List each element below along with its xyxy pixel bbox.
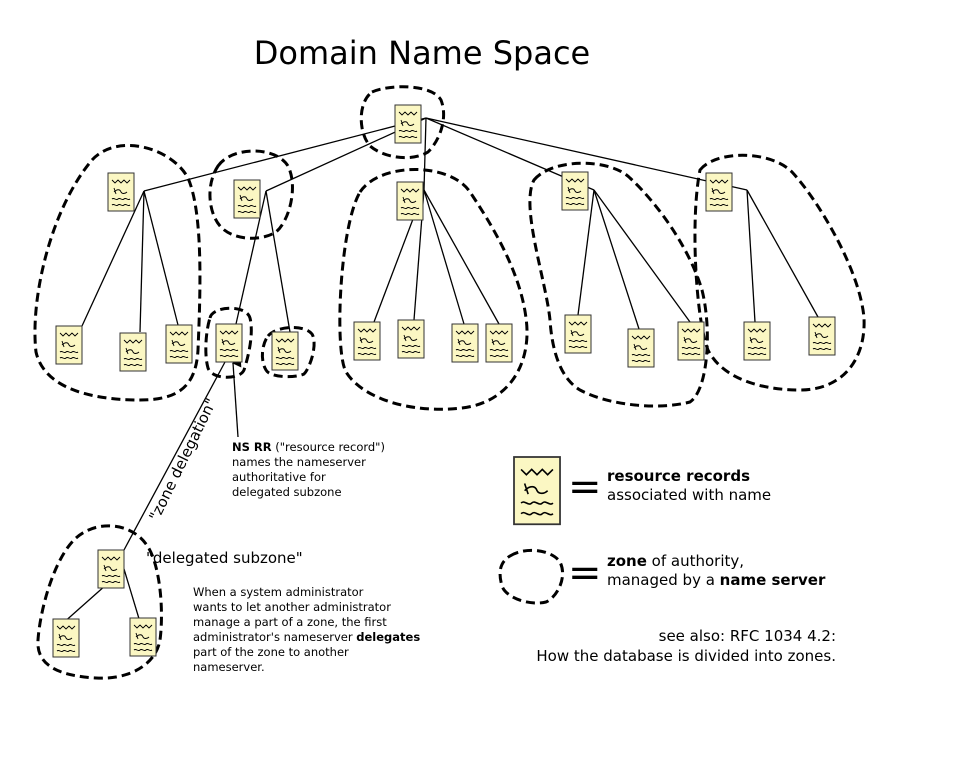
legend-zone-icon (498, 548, 565, 605)
zone-small (260, 326, 316, 379)
ns-rr-line4: delegated subzone (232, 485, 342, 499)
record-icon (55, 325, 83, 365)
record-subzone-root (97, 549, 125, 589)
legend: = resource records associated with name … (498, 456, 826, 605)
record-icon (808, 316, 836, 356)
zone-second (208, 149, 294, 240)
legend-rr-bold: resource records (607, 467, 750, 485)
zone-root (359, 85, 446, 160)
zone-middle (338, 168, 529, 411)
ns-rr-line2: names the nameserver (232, 455, 366, 469)
record-icon (705, 172, 733, 212)
svg-text:managed by a name server: managed by a name server (607, 571, 826, 589)
admin-line3: manage a part of a zone, the first (193, 615, 387, 629)
record-icon (485, 323, 513, 363)
zone-right-middle (528, 161, 709, 408)
legend-zone-rest: of authority, (647, 552, 744, 570)
record-icon (743, 321, 771, 361)
record-icon (627, 328, 655, 368)
zone-delegated-ns (204, 306, 253, 379)
delegated-subzone-label: "delegated subzone" (146, 549, 303, 567)
record-icon (107, 172, 135, 212)
record-icon (451, 323, 479, 363)
zone-delegated-subzone (36, 524, 163, 680)
admin-line4-pre: administrator's nameserver (193, 630, 356, 644)
admin-line6: nameserver. (193, 660, 265, 674)
record-icon (165, 324, 193, 364)
svg-text:NS RR ("resource record"): NS RR ("resource record") (232, 440, 385, 454)
record-icon (396, 181, 424, 221)
legend-rr-rest: associated with name (607, 486, 771, 504)
ns-rr-line3: authoritative for (232, 470, 326, 484)
ns-rr-rest: ("resource record") (272, 440, 385, 454)
admin-line5: part of the zone to another (193, 645, 349, 659)
zone-right (693, 153, 866, 392)
legend-record-icon (513, 456, 561, 526)
ns-rr-bold: NS RR (232, 440, 272, 454)
admin-note: When a system administrator wants to let… (193, 585, 420, 674)
record-icon (233, 179, 261, 219)
ns-rr-arrow (232, 357, 242, 438)
record-root (394, 104, 422, 144)
zone-left (33, 144, 202, 402)
record-icon (353, 321, 381, 361)
record-ns (215, 323, 243, 363)
record-icon (129, 617, 157, 657)
record-icon (564, 314, 592, 354)
legend-zone-line2-bold: name server (720, 571, 826, 589)
admin-line4-bold: delegates (356, 630, 420, 644)
see-also-line1: see also: RFC 1034 4.2: (659, 627, 836, 645)
record-icon (677, 321, 705, 361)
svg-text:zone of authority,: zone of authority, (607, 552, 744, 570)
zones (33, 85, 866, 680)
svg-text:resource records: resource records (607, 467, 750, 485)
record-icon (397, 319, 425, 359)
zone-delegation-label: "zone delegation" (145, 395, 220, 523)
ns-rr-note: NS RR ("resource record") names the name… (232, 440, 385, 499)
record-icon (52, 618, 80, 658)
record-icon (561, 171, 589, 211)
delegation-line (123, 361, 226, 551)
record-icon (271, 331, 299, 371)
page-title: Domain Name Space (254, 34, 590, 72)
svg-text:administrator's nameserver del: administrator's nameserver delegates (193, 630, 420, 644)
admin-line2: wants to let another administrator (193, 600, 391, 614)
legend-equals-1: = (568, 464, 602, 510)
see-also-line2: How the database is divided into zones. (536, 647, 836, 665)
see-also: see also: RFC 1034 4.2: How the database… (536, 627, 836, 665)
legend-equals-2: = (568, 550, 602, 596)
legend-zone-line2-pre: managed by a (607, 571, 720, 589)
record-icon (119, 332, 147, 372)
admin-line1: When a system administrator (193, 585, 364, 599)
legend-zone-bold: zone (607, 552, 647, 570)
